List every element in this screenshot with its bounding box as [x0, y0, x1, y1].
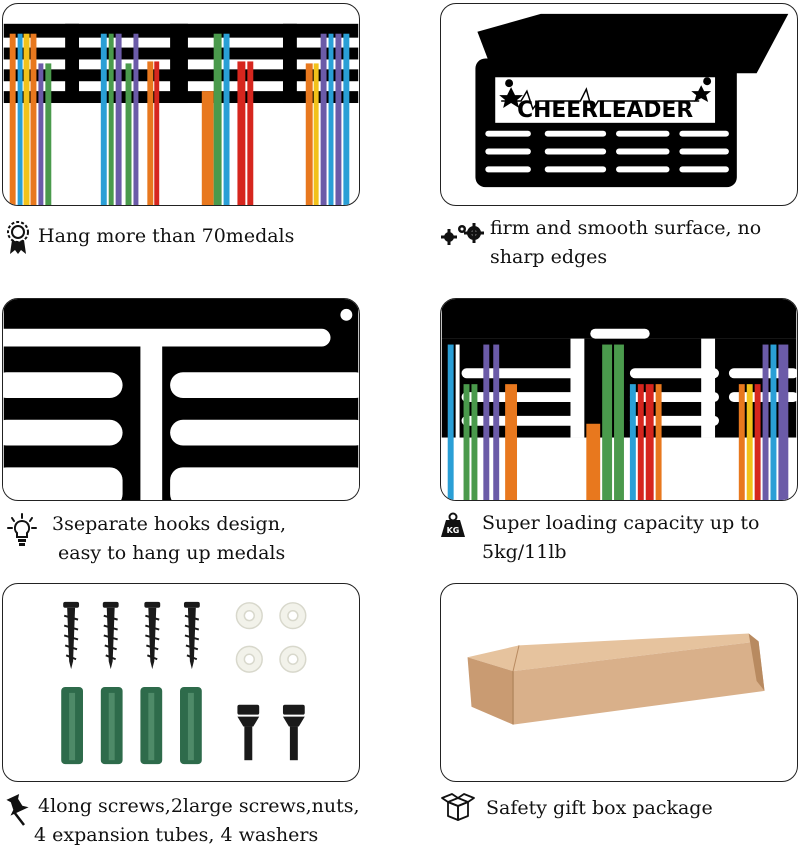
panel-gift-box [440, 583, 798, 782]
large-screws [237, 704, 305, 761]
lightbulb-icon [4, 512, 40, 548]
long-screws [63, 601, 200, 670]
caption-medals-text: Hang more than 70medals [38, 225, 295, 247]
caption-capacity-line1: Super loading capacity up to [482, 512, 760, 534]
caption-screws-line2: 4 expansion tubes, 4 washers [34, 824, 319, 846]
caption-surface-line2: sharp edges [490, 246, 608, 268]
washers [235, 602, 307, 673]
caption-box: Safety gift box package [486, 794, 713, 823]
gift-box-photo [467, 633, 765, 725]
cheerleader-rack-photo: CHEERLEADER [475, 13, 789, 188]
caption-surface: firm and smooth surface, no sharp edges [490, 214, 761, 272]
caption-hooks-line1: 3separate hooks design, [52, 513, 286, 535]
caption-capacity-line2: 5kg/11lb [482, 541, 567, 563]
hooks-closeup-photo [3, 299, 359, 500]
expansion-tubes [61, 686, 202, 765]
caption-hooks: 3separate hooks design, easy to hang up … [52, 510, 286, 568]
rack-sign-text: CHEERLEADER [517, 98, 693, 123]
panel-medal-ribbons [2, 3, 360, 206]
loaded-ribbons [447, 344, 789, 500]
ribbons [9, 33, 350, 205]
caption-screws-line1: 4long screws,2large screws,nuts, [38, 795, 360, 817]
caption-medals: Hang more than 70medals [38, 222, 294, 251]
caption-screws: 4long screws,2large screws,nuts, 4 expan… [34, 792, 360, 850]
caption-hooks-line2: easy to hang up medals [58, 542, 286, 564]
caption-capacity: Super loading capacity up to 5kg/11lb [482, 509, 759, 567]
rack-hooks [3, 23, 359, 104]
hardware-photo [61, 601, 307, 765]
award-rosette-icon [6, 221, 30, 255]
ribbons-photo [3, 23, 359, 205]
caption-box-text: Safety gift box package [486, 797, 713, 819]
panel-cheerleader-rack: CHEERLEADER [440, 3, 798, 206]
panel-loaded-rack [440, 298, 798, 501]
panel-screws-hardware [2, 583, 360, 782]
gears-icon [440, 220, 484, 246]
push-pin-icon [4, 792, 30, 826]
caption-surface-line1: firm and smooth surface, no [490, 217, 762, 239]
weight-kg-icon: KG [440, 512, 466, 538]
open-box-icon [440, 792, 476, 822]
loaded-rack-photo [441, 299, 797, 500]
weight-icon-label: KG [447, 526, 460, 535]
panel-hooks-closeup [2, 298, 360, 501]
